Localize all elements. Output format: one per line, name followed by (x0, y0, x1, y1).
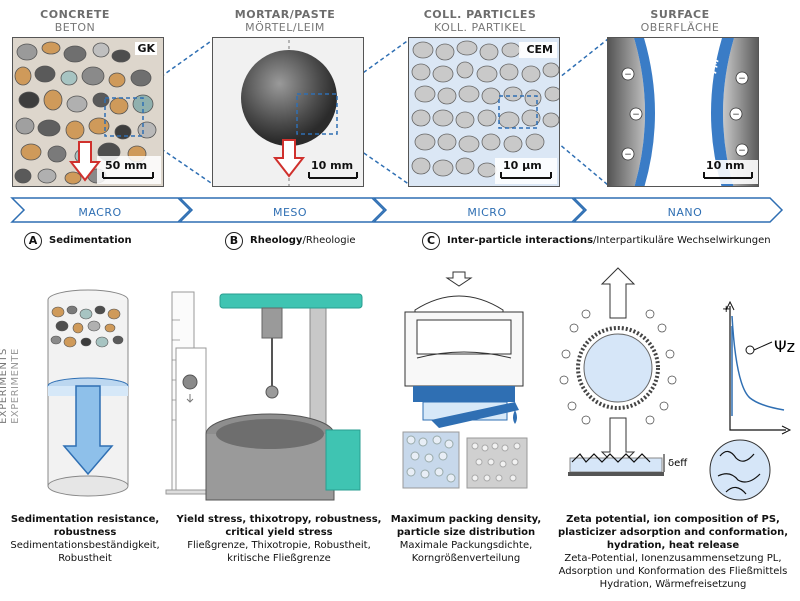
caption-de-line: Adsorption und Konformation des Fließmit… (558, 566, 788, 577)
experiments-de: EXPERIMENTE (9, 348, 21, 424)
mechanism-a: Sedimentation (49, 235, 132, 246)
mechanism-c-en: Inter-particle interactions (447, 235, 594, 246)
zeta-potential-setup: + Ψz δeff (559, 267, 795, 501)
svg-text:−: − (624, 150, 632, 160)
mechanism-letter-b: B (225, 232, 243, 250)
rheometer-setup (165, 291, 363, 501)
particles-code-label: CEM (526, 43, 553, 56)
surface-code-label: FM (709, 58, 721, 75)
concrete-panel: GK 50 mm (12, 37, 164, 187)
concrete-code-label: GK (135, 42, 157, 55)
mechanism-b-en: Rheology (250, 235, 303, 246)
svg-text:−: − (738, 146, 746, 156)
concrete-scalebar-label: 50 mm (105, 159, 148, 172)
scale-title-particles: COLL. PARTICLES KOLL. PARTIKEL (405, 8, 555, 34)
caption-de-line: Korngrößenverteilung (411, 553, 521, 564)
caption-de-line: Sedimentationsbeständigkeit, (10, 540, 160, 551)
psi-z-label: Ψz (774, 337, 795, 356)
caption-de-line: Zeta-Potential, Ionenzusammensetzung PL, (564, 553, 782, 564)
aggregate-illustration (14, 41, 161, 185)
level-label-meso: MESO (272, 206, 308, 219)
caption-sedimentation: Sedimentation resistance, robustness Sed… (0, 513, 170, 565)
mechanism-c: Inter-particle interactions/Interpartiku… (447, 235, 771, 246)
caption-de-line: kritische Fließgrenze (227, 553, 331, 564)
caption-de-line: Maximale Packungsdichte, (399, 540, 533, 551)
sedimentation-cylinder (47, 289, 129, 497)
experiments-side-label: EXPERIMENTS EXPERIMENTE (0, 348, 22, 424)
caption-en-line: Yield stress, thixotropy, robustness, (176, 514, 382, 525)
svg-text:−: − (632, 110, 640, 120)
caption-en-line: Zeta potential, ion composition of PS, (566, 514, 780, 525)
svg-text:+: + (722, 304, 730, 315)
level-chevron-row (10, 197, 784, 223)
scale-title-de: OBERFLÄCHE (640, 21, 720, 34)
caption-en-line: robustness (53, 527, 117, 538)
mechanism-b-de: /Rheologie (302, 235, 356, 246)
scale-title-de: KOLL. PARTIKEL (433, 21, 527, 34)
experiments-en: EXPERIMENTS (0, 348, 9, 424)
scale-title-en: CONCRETE (40, 8, 110, 21)
level-label-micro: MICRO (467, 206, 507, 219)
caption-en-line: hydration, heat release (606, 540, 740, 551)
mortar-illustration (241, 40, 358, 186)
caption-rheology: Yield stress, thixotropy, robustness, cr… (172, 513, 386, 565)
mechanism-letter-c: C (422, 232, 440, 250)
particles-illustration (411, 40, 559, 184)
particles-panel: CEM 10 µm (408, 37, 560, 187)
mortar-panel: 10 mm (212, 37, 364, 187)
mortar-scalebar-label: 10 mm (311, 159, 354, 172)
scale-title-en: MORTAR/PASTE (234, 8, 336, 21)
mechanism-a-en: Sedimentation (49, 235, 132, 246)
surface-panel: − − − − − − FM 10 nm (607, 37, 759, 187)
level-label-nano: NANO (667, 206, 703, 219)
scale-title-en: SURFACE (650, 8, 710, 21)
caption-en-line: plasticizer adsorption and conformation, (557, 527, 789, 538)
caption-de-line: Hydration, Wärmefreisetzung (599, 579, 747, 590)
particles-scalebar-label: 10 µm (503, 159, 542, 172)
caption-de-line: Fließgrenze, Thixotropie, Robustheit, (187, 540, 371, 551)
svg-text:−: − (732, 110, 740, 120)
delta-eff-label: δeff (668, 458, 688, 469)
svg-text:−: − (624, 70, 632, 80)
mechanism-c-de: /Interpartikuläre Wechselwirkungen (593, 235, 771, 246)
scale-title-de: BETON (54, 21, 96, 34)
caption-packing: Maximum packing density, particle size d… (386, 513, 546, 565)
caption-en-line: critical yield stress (225, 527, 333, 538)
caption-en-line: Sedimentation resistance, (10, 514, 160, 525)
svg-text:−: − (738, 74, 746, 84)
caption-de-line: Robustheit (58, 553, 112, 564)
scale-title-de: MÖRTEL/LEIM (245, 21, 325, 34)
scale-title-en: COLL. PARTICLES (423, 8, 537, 21)
caption-zeta: Zeta potential, ion composition of PS, p… (548, 513, 798, 591)
scale-title-surface: SURFACE OBERFLÄCHE (605, 8, 755, 34)
scale-title-concrete: CONCRETE BETON (0, 8, 150, 34)
surface-scalebar-label: 10 nm (706, 159, 745, 172)
packing-density-setup (402, 271, 528, 489)
caption-en-line: Maximum packing density, (390, 514, 542, 525)
scale-title-mortar: MORTAR/PASTE MÖRTEL/LEIM (210, 8, 360, 34)
mechanism-letter-a: A (24, 232, 42, 250)
surface-illustration: − − − − − − FM (608, 38, 758, 186)
mechanism-b: Rheology/Rheologie (250, 235, 356, 246)
level-label-macro: MACRO (78, 206, 122, 219)
caption-en-line: particle size distribution (396, 527, 536, 538)
